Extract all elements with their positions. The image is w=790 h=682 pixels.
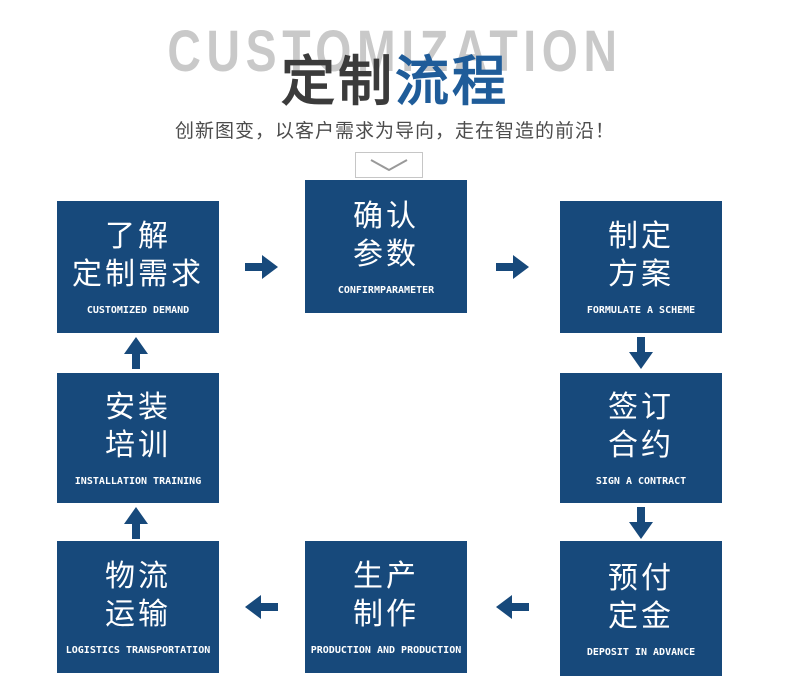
arrow-up-icon (124, 507, 148, 539)
arrow-down-icon (629, 337, 653, 369)
flow-step-logistics-transportation: 物流 运输 LOGISTICS TRANSPORTATION (57, 541, 219, 673)
step-label-line1: 预付 (608, 561, 674, 595)
arrow-down-icon (629, 507, 653, 539)
arrow-left-icon (496, 595, 529, 619)
step-label-cn: 了解 定制需求 (72, 218, 204, 294)
step-label-line2: 方案 (608, 258, 674, 291)
step-label-line1: 生产 (353, 560, 419, 593)
step-label-line1: 了解 (105, 220, 171, 253)
watermark-text: CUSTOMIZATION (167, 19, 623, 84)
chevron-down-icon (370, 159, 408, 172)
step-label-line1: 签订 (608, 391, 674, 424)
step-label-line2: 定制需求 (72, 258, 204, 291)
step-label-line2: 定金 (608, 599, 674, 633)
step-label-en: SIGN A CONTRACT (595, 476, 687, 487)
step-label-en: INSTALLATION TRAINING (74, 476, 202, 487)
arrow-left-icon (245, 595, 278, 619)
step-label-en: CONFIRMPARAMETER (337, 284, 435, 296)
flow-step-deposit-advance: 预付 定金 DEPOSIT IN ADVANCE (560, 541, 722, 676)
step-label-cn: 制定 方案 (608, 218, 674, 294)
title-part-dark: 定制 (281, 52, 395, 112)
section-divider (355, 152, 423, 178)
step-label-line1: 安装 (105, 391, 171, 424)
flow-step-installation-training: 安装 培训 INSTALLATION TRAINING (57, 373, 219, 503)
flow-step-formulate-scheme: 制定 方案 FORMULATE A SCHEME (560, 201, 722, 333)
title-part-blue: 流程 (395, 52, 509, 112)
step-label-cn: 确认 参数 (353, 198, 419, 274)
step-label-line1: 制定 (608, 220, 674, 253)
step-label-cn: 预付 定金 (608, 560, 674, 636)
page-subtitle: 创新图变，以客户需求为导向，走在智造的前沿！ (174, 121, 615, 142)
flow-step-production: 生产 制作 PRODUCTION AND PRODUCTION (305, 541, 467, 673)
arrow-right-icon (496, 255, 529, 279)
step-label-line1: 确认 (353, 199, 419, 233)
step-label-en: CUSTOMIZED DEMAND (86, 305, 190, 316)
step-label-line2: 制作 (353, 598, 419, 631)
step-label-line2: 培训 (105, 429, 171, 462)
step-label-line1: 物流 (105, 560, 171, 593)
step-label-cn: 生产 制作 (353, 558, 419, 634)
flow-step-sign-contract: 签订 合约 SIGN A CONTRACT (560, 373, 722, 503)
step-label-cn: 安装 培训 (105, 389, 171, 465)
step-label-line2: 合约 (608, 429, 674, 462)
flow-step-customized-demand: 了解 定制需求 CUSTOMIZED DEMAND (57, 201, 219, 333)
page-title: 定制流程 (0, 52, 790, 112)
step-label-cn: 物流 运输 (105, 558, 171, 634)
arrow-right-icon (245, 255, 278, 279)
step-label-en: LOGISTICS TRANSPORTATION (65, 645, 211, 656)
step-label-cn: 签订 合约 (608, 389, 674, 465)
step-label-en: FORMULATE A SCHEME (586, 305, 696, 316)
step-label-en: DEPOSIT IN ADVANCE (586, 646, 696, 658)
step-label-line2: 参数 (353, 237, 419, 271)
step-label-en: PRODUCTION AND PRODUCTION (310, 645, 462, 656)
flow-step-confirm-parameter: 确认 参数 CONFIRMPARAMETER (305, 180, 467, 313)
step-label-line2: 运输 (105, 598, 171, 631)
arrow-up-icon (124, 337, 148, 369)
